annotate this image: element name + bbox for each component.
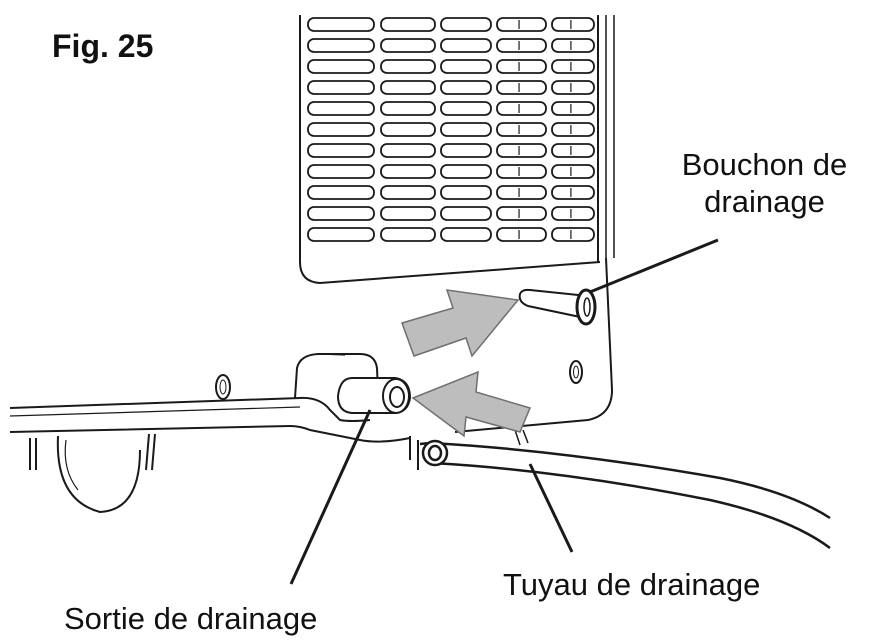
grille-slot <box>380 206 436 221</box>
drain-plug <box>518 288 597 326</box>
grille-slot <box>496 185 547 200</box>
grille-slot <box>440 164 492 179</box>
drain-outlet <box>336 377 412 414</box>
leader-lines <box>289 238 719 585</box>
grille-slot <box>496 206 547 221</box>
label-drain-plug-line1: Bouchon de <box>681 147 848 182</box>
grille-slot <box>551 206 595 221</box>
grille-slot <box>551 80 595 95</box>
grille-slot <box>307 101 375 116</box>
grille-slot <box>496 38 547 53</box>
grille-slot <box>307 227 375 242</box>
grille-slot <box>307 143 375 158</box>
grille-slot <box>440 80 492 95</box>
grille-slot <box>380 122 436 137</box>
unit-base <box>9 353 411 443</box>
leader-line-bouchon <box>589 238 719 294</box>
grille-slot <box>307 59 375 74</box>
grille-slot <box>496 143 547 158</box>
grille-slot <box>496 227 547 242</box>
grille-slot <box>496 164 547 179</box>
arrow-to-outlet <box>411 370 532 438</box>
leader-line-sortie <box>289 409 372 585</box>
grille-slot <box>551 227 595 242</box>
grille-slot <box>551 17 595 32</box>
label-drain-outlet: Sortie de drainage <box>64 601 318 636</box>
grille-slot <box>551 38 595 53</box>
figure-title: Fig. 25 <box>52 28 154 64</box>
grille-slot <box>380 143 436 158</box>
grille-slot <box>440 227 492 242</box>
grille-slot <box>380 164 436 179</box>
grille-slot <box>307 164 375 179</box>
grille-slot <box>307 80 375 95</box>
grille-slot <box>440 59 492 74</box>
grille-slot <box>380 227 436 242</box>
grille-slot <box>380 80 436 95</box>
grille-slot <box>307 206 375 221</box>
grille-slot <box>440 143 492 158</box>
grille-slot <box>440 17 492 32</box>
unit-back-panel <box>299 15 615 433</box>
grille-slot <box>440 101 492 116</box>
grille-slot <box>307 122 375 137</box>
arrow-to-plug <box>401 289 520 358</box>
grille-slot <box>551 185 595 200</box>
leader-line-tuyau <box>528 463 574 553</box>
base-holes <box>215 360 583 400</box>
grille-slot <box>496 59 547 74</box>
grille-slot <box>440 185 492 200</box>
grille-slot <box>307 38 375 53</box>
grille-slot <box>440 38 492 53</box>
grille-slot <box>440 122 492 137</box>
label-drain-plug-line2: drainage <box>704 184 825 219</box>
grille-slot <box>380 38 436 53</box>
grille-slot <box>496 80 547 95</box>
drain-hose <box>409 429 831 550</box>
grille-slot <box>307 17 375 32</box>
direction-arrow <box>411 370 532 438</box>
grille-slot <box>307 185 375 200</box>
caster-wheel <box>29 433 156 514</box>
vent-grille <box>307 17 595 242</box>
direction-arrow <box>401 289 520 358</box>
grille-slot <box>440 206 492 221</box>
grille-slot <box>380 185 436 200</box>
grille-slot <box>380 59 436 74</box>
grille-slot <box>496 122 547 137</box>
grille-slot <box>551 101 595 116</box>
grille-slot <box>380 101 436 116</box>
grille-slot <box>551 164 595 179</box>
grille-slot <box>551 143 595 158</box>
grille-slot <box>380 17 436 32</box>
label-drain-hose: Tuyau de drainage <box>503 567 761 602</box>
grille-slot <box>551 122 595 137</box>
label-drain-plug: Bouchon de drainage <box>650 146 879 220</box>
grille-slot <box>551 59 595 74</box>
grille-slot <box>496 101 547 116</box>
grille-slot <box>496 17 547 32</box>
